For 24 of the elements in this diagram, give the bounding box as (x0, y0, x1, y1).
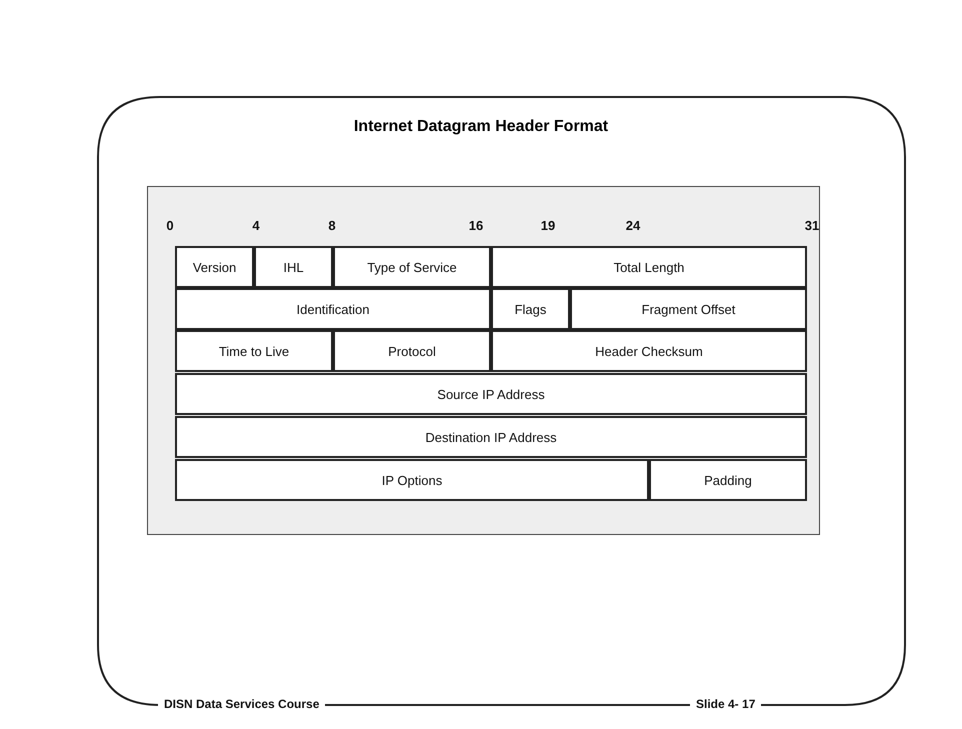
bit-number: 31 (804, 218, 820, 233)
header-field: Destination IP Address (175, 416, 807, 458)
bit-number: 0 (166, 218, 174, 233)
bit-number: 19 (540, 218, 556, 233)
diagram-title: Internet Datagram Header Format (354, 118, 608, 135)
header-field: Version (175, 246, 254, 288)
bit-number: 8 (328, 218, 336, 233)
bit-number: 4 (252, 218, 260, 233)
header-field: IHL (254, 246, 333, 288)
header-field: Header Checksum (491, 330, 807, 372)
header-field: IP Options (175, 459, 649, 501)
footer-text: DISN Data Services Course (158, 697, 326, 711)
header-field: Flags (491, 288, 570, 330)
header-field: Fragment Offset (570, 288, 807, 330)
header-field: Padding (649, 459, 807, 501)
header-field: Total Length (491, 246, 807, 288)
header-field: Time to Live (175, 330, 333, 372)
bit-number: 24 (626, 218, 640, 233)
header-field: Identification (175, 288, 491, 330)
header-field: Type of Service (333, 246, 491, 288)
bit-number: 16 (468, 218, 484, 233)
header-field: Source IP Address (175, 373, 807, 415)
footer-text: Slide 4- 17 (690, 697, 762, 711)
header-field: Protocol (333, 330, 491, 372)
